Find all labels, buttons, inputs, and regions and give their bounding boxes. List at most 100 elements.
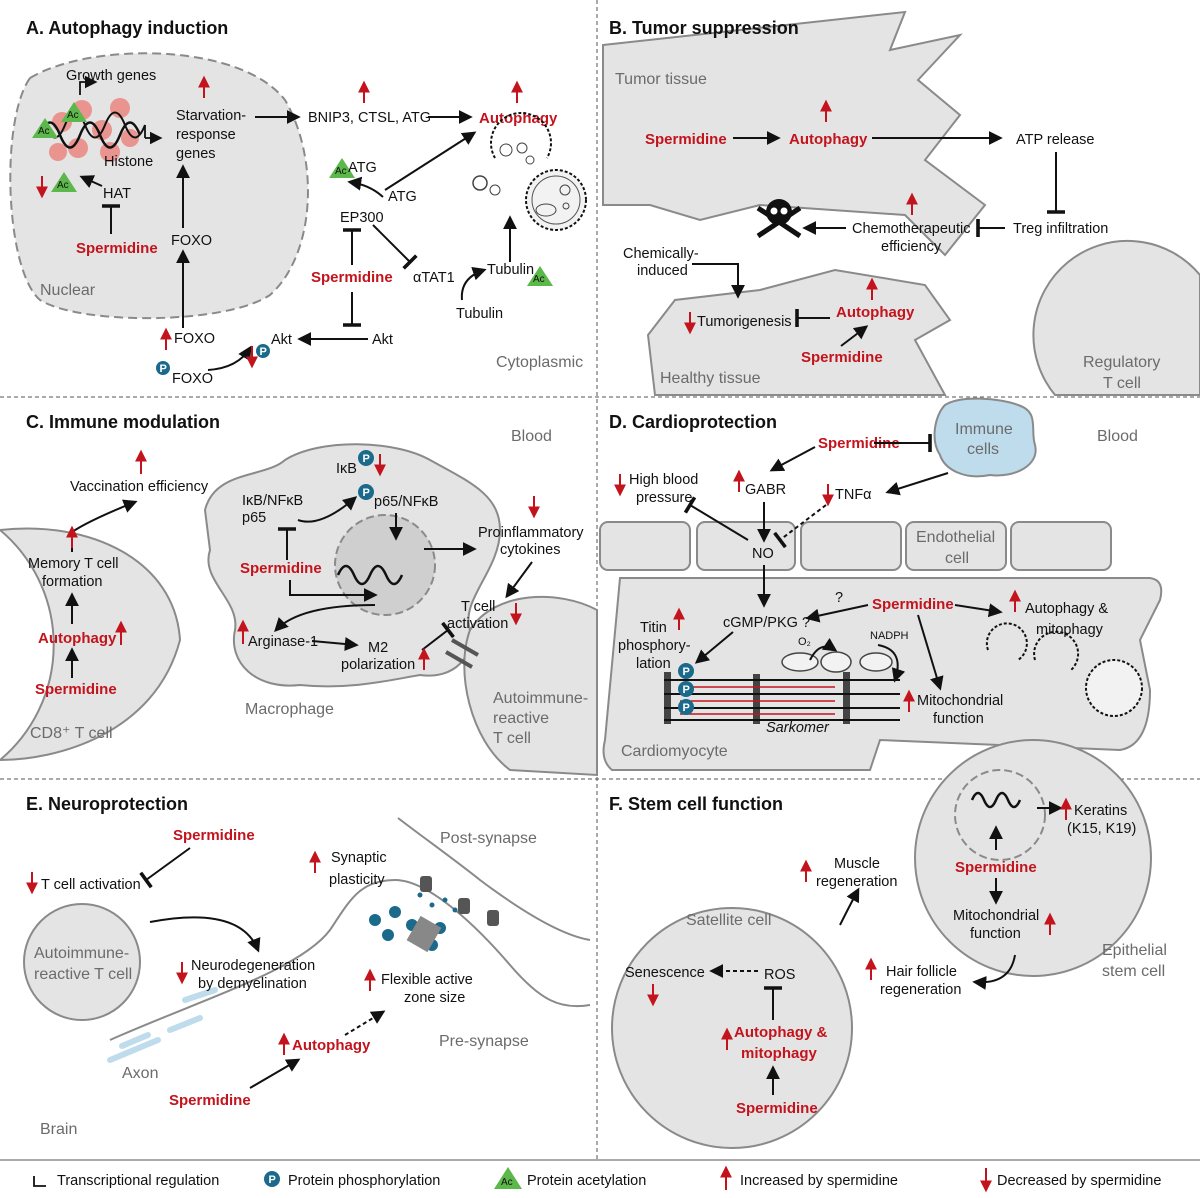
phosphorylation-icon	[358, 450, 374, 466]
spermidine-d-cell: Spermidine	[872, 596, 954, 613]
autoimmune-e-label-2: reactive T cell	[34, 966, 132, 983]
decrease-arrows	[26, 872, 188, 985]
endothelial-label-1: Endothelial	[916, 529, 995, 546]
proinflammatory-label-1: Proinflammatory	[478, 525, 584, 541]
autophagy-mitophagy-label-2: mitophagy	[1036, 622, 1104, 638]
treg-label: Treg infiltration	[1013, 221, 1108, 237]
mito-f-label-1: Mitochondrial	[953, 908, 1039, 924]
foxo-nuclear-label: FOXO	[171, 233, 212, 249]
healthy-tissue-label: Healthy tissue	[660, 370, 761, 387]
macrophage-label: Macrophage	[245, 701, 334, 718]
panel-c-title: C. Immune modulation	[26, 412, 220, 432]
increase-arrows	[721, 797, 1072, 1050]
autophagy-e: Autophagy	[292, 1037, 371, 1054]
panel-a-title: A. Autophagy induction	[26, 18, 228, 38]
autoimmune-e-label-1: Autoimmune-	[34, 945, 129, 962]
svg-text:P: P	[363, 487, 370, 499]
spermidine-c-tcell: Spermidine	[35, 681, 117, 698]
ikb-nfkb-label: IκB/NFκB	[242, 493, 303, 509]
receptor-icon	[420, 876, 499, 926]
atg-label: ATG	[388, 189, 417, 205]
brain-label: Brain	[40, 1121, 77, 1138]
hair-follicle-label-2: regeneration	[880, 982, 961, 998]
nuclear-label: Nuclear	[40, 282, 96, 299]
autoimmune-tcell-shape	[463, 595, 598, 777]
immune-cells-shape	[933, 397, 1037, 478]
panel-d-cardioprotection: P P P Spermidine Immune cells Blood High…	[599, 397, 1163, 771]
proinflammatory-label-2: cytokines	[500, 542, 560, 558]
chemo-label-2: efficiency	[881, 239, 942, 255]
mitochondria-icon	[781, 651, 893, 673]
blood-d-label: Blood	[1097, 428, 1138, 445]
regulatory-tcell-shape	[1032, 239, 1200, 396]
phosphorylation-icon	[264, 1171, 280, 1187]
tubulin-label: Tubulin	[456, 306, 503, 322]
tcell-activation-label-2: activation	[447, 616, 508, 632]
synaptic-label-2: plasticity	[329, 872, 385, 888]
chemo-label-1: Chemotherapeutic	[852, 221, 971, 237]
regulatory-label-1: Regulatory	[1083, 354, 1160, 371]
spermidine-b2: Spermidine	[801, 349, 883, 366]
epithelial-nucleus	[954, 769, 1046, 861]
muscle-label-2: regeneration	[816, 874, 897, 890]
m2-label-1: M2	[368, 640, 388, 656]
increase-arrows	[66, 449, 430, 670]
svg-text:Ac: Ac	[501, 1177, 513, 1188]
histone-label: Histone	[104, 154, 153, 170]
transcription-icon	[33, 1176, 46, 1187]
akt-phospho-label: Akt	[271, 332, 292, 348]
svg-text:Ac: Ac	[38, 126, 50, 137]
keratins-label-2: (K15, K19)	[1067, 821, 1136, 837]
keratins-label-1: Keratins	[1074, 803, 1127, 819]
active-zone-icon	[406, 915, 442, 953]
increase-arrows	[673, 469, 1021, 712]
increase-arrows	[160, 75, 523, 350]
pre-synapse-label: Pre-synapse	[439, 1033, 529, 1050]
o2-label: O₂	[798, 636, 811, 648]
gabr-label: GABR	[745, 482, 786, 498]
tumor-tissue-shape	[602, 10, 987, 257]
akt-label: Akt	[372, 332, 393, 348]
autoimmune-label-3: T cell	[493, 730, 531, 747]
tnfa-label: TNFα	[835, 487, 872, 503]
growth-genes-label: Growth genes	[66, 68, 156, 84]
phosphorylation-icon	[156, 361, 170, 375]
spermidine-f-satellite: Spermidine	[736, 1100, 818, 1117]
regulatory-label-2: T cell	[1103, 375, 1141, 392]
spermidine-d-top: Spermidine	[818, 435, 900, 452]
panel-a-autophagy-induction: Ac Ac Ac Growth genes Starvation- respon…	[9, 18, 587, 387]
svg-text:P: P	[683, 666, 690, 678]
titin-label-2: phosphory-	[618, 638, 691, 654]
spermidine-c-macrophage: Spermidine	[240, 560, 322, 577]
macrophage-nucleus	[334, 514, 436, 616]
tumor-tissue-label: Tumor tissue	[615, 71, 707, 88]
panel-d-title: D. Cardioprotection	[609, 412, 777, 432]
starvation-label-1: Starvation-	[176, 108, 246, 124]
svg-text:P: P	[683, 684, 690, 696]
endothelial-row	[599, 521, 1112, 571]
panel-b-tumor-suppression: Tumor tissue Spermidine Autophagy ATP re…	[602, 10, 1200, 396]
cd8-tcell-shape	[0, 527, 182, 762]
mito-function-label-2: function	[933, 711, 984, 727]
autophagy-mitophagy-label-1: Autophagy &	[1025, 601, 1108, 617]
muscle-label-1: Muscle	[834, 856, 880, 872]
panel-dividers	[0, 0, 1200, 1161]
receptor-icon	[445, 638, 479, 669]
titin-label-3: lation	[636, 656, 671, 672]
panel-a-arrows	[79, 110, 517, 371]
panel-b-arrows	[692, 131, 1065, 347]
decrease-arrows	[374, 454, 540, 626]
epithelial-label-1: Epithelial	[1102, 942, 1167, 959]
svg-text:P: P	[269, 1174, 276, 1186]
hat-label: HAT	[103, 186, 131, 202]
epithelial-stem-cell-shape	[914, 739, 1152, 977]
neurodegeneration-label-2: by demyelination	[198, 976, 307, 992]
axon-myelin-icon	[107, 987, 218, 1063]
spermidine-f-epithelial: Spermidine	[955, 859, 1037, 876]
cytoplasmic-label: Cytoplasmic	[496, 354, 583, 371]
tumorigenesis-label: Tumorigenesis	[697, 314, 792, 330]
immune-cells-label-1: Immune	[955, 421, 1013, 438]
cardiomyocyte-label: Cardiomyocyte	[621, 743, 728, 760]
ros-label: ROS	[764, 967, 795, 983]
